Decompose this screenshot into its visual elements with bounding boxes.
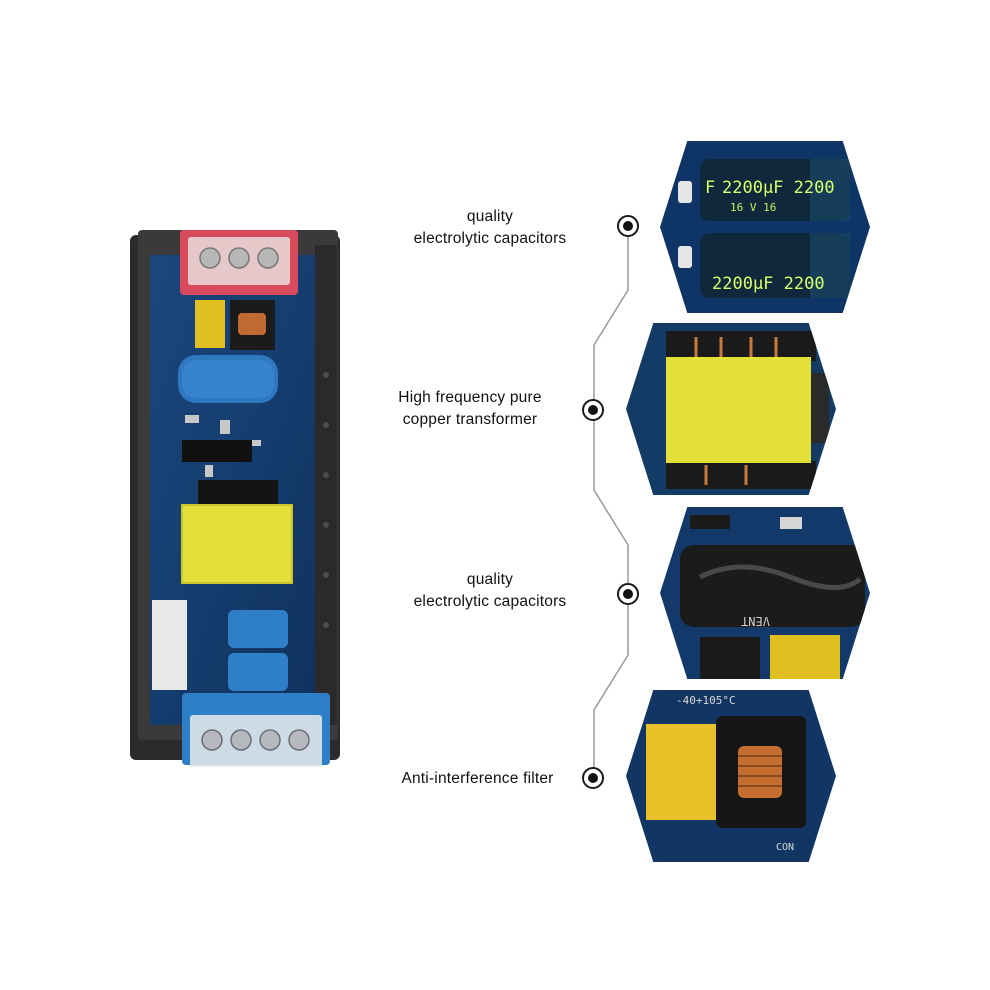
capacitor-voltage-marking: 16 V 16 [730, 201, 776, 214]
callout-dot-2 [582, 399, 604, 421]
filter-connector-marking: CON [776, 842, 794, 853]
callout-4-line1: Anti-interference filter [401, 770, 554, 787]
capacitor-brand-marking: VENT [741, 614, 770, 628]
filter-closeup-hexagon: -40+105°C CON [626, 690, 836, 862]
callout-dot-3 [617, 583, 639, 605]
callout-2-line2: copper transformer [402, 411, 538, 428]
capacitor-closeup-hexagon-2: VENT [660, 507, 870, 679]
transformer-closeup-hexagon [626, 323, 836, 495]
callout-2-line1: High frequency pure [398, 389, 542, 406]
capacitor-marking-prefix: F [705, 178, 715, 198]
filter-temperature-marking: -40+105°C [676, 694, 736, 707]
callout-3-line2: electrolytic capacitors [413, 593, 567, 610]
callout-label-4: Anti-interference filter [370, 768, 585, 790]
power-supply-board-image [130, 225, 350, 770]
callout-label-1: quality electrolytic capacitors [365, 206, 615, 250]
capacitor-marking-bottom: 2200µF 2200 [712, 274, 825, 294]
capacitor-closeup-hexagon-1: F 2200µF 2200 16 V 16 2200µF 2200 [660, 141, 870, 313]
callout-dot-4 [582, 767, 604, 789]
callout-label-2: High frequency pure copper transformer [355, 387, 585, 431]
callout-dot-1 [617, 215, 639, 237]
callout-1-line2: electrolytic capacitors [413, 230, 567, 247]
callout-label-3: quality electrolytic capacitors [365, 569, 615, 613]
callout-3-line1: quality [466, 571, 514, 588]
callout-1-line1: quality [466, 208, 514, 225]
capacitor-marking-top: 2200µF 2200 [722, 178, 835, 198]
